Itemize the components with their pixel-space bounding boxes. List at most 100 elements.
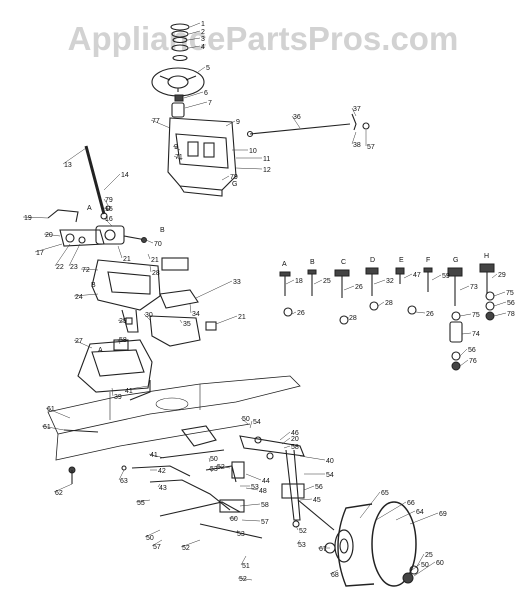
reference-letter: B	[91, 282, 96, 289]
callout-leader	[172, 145, 181, 151]
callout-leader	[149, 265, 152, 273]
callout-leader	[296, 539, 301, 545]
callout-number: 28	[349, 315, 357, 322]
callout-leader	[62, 147, 87, 165]
callout-number: 29	[498, 272, 506, 279]
callout-leader	[157, 483, 161, 488]
reference-letter: B	[310, 259, 315, 266]
callout-leader	[68, 243, 81, 267]
callout-number: 34	[192, 311, 200, 318]
callout-number: 36	[293, 114, 301, 121]
callout-number: 52	[182, 545, 190, 552]
callout-number: 47	[413, 272, 421, 279]
callout-leader	[245, 473, 262, 481]
callout-leader	[351, 131, 357, 145]
callout-number: 42	[158, 468, 166, 475]
callout-number: 33	[233, 279, 241, 286]
callout-number: 40	[326, 458, 334, 465]
callout-leader	[459, 348, 468, 357]
reference-letter: H	[484, 253, 489, 260]
callout-leader	[237, 577, 253, 581]
callout-number: 7	[208, 100, 212, 107]
callout-leader	[329, 569, 339, 575]
reference-letter: C	[341, 259, 346, 266]
callout-leader	[189, 303, 192, 314]
callout-leader	[103, 207, 111, 210]
reference-letter: A	[98, 347, 103, 354]
callout-leader	[221, 175, 230, 181]
callout-number: 69	[439, 511, 447, 518]
callout-leader	[413, 561, 436, 577]
callout-number: 67	[319, 546, 327, 553]
callout-leader	[73, 339, 93, 349]
callout-number: 21	[123, 256, 131, 263]
callout-number: 35	[183, 321, 191, 328]
callout-number: 39	[114, 394, 122, 401]
callout-number: 20	[291, 436, 299, 443]
callout-number: 3	[201, 36, 205, 43]
callout-number: 75	[506, 290, 514, 297]
callout-number: 62	[55, 490, 63, 497]
callout-leader	[493, 291, 506, 297]
callout-leader	[375, 501, 407, 521]
callout-leader	[144, 529, 161, 538]
callout-number: 52	[299, 528, 307, 535]
callout-leader	[117, 338, 121, 345]
callout-leader	[103, 198, 109, 206]
callout-leader	[34, 243, 63, 253]
callout-number: 41	[150, 452, 158, 459]
callout-leader	[45, 407, 71, 419]
callout-number: 79	[230, 174, 238, 181]
front-wheel	[324, 501, 419, 587]
callout-leader	[22, 216, 49, 219]
steering-shaft	[84, 145, 111, 220]
callout-leader	[173, 155, 183, 161]
callout-number: 51	[242, 563, 250, 570]
callout-number: 58	[119, 337, 127, 344]
callout-leader	[145, 239, 154, 244]
callout-leader	[409, 512, 439, 525]
callout-number: 61	[47, 406, 55, 413]
callout-leader	[41, 425, 65, 431]
callout-leader	[117, 245, 123, 259]
callout-number: 32	[386, 278, 394, 285]
callout-number: 9	[174, 144, 178, 151]
callout-leader	[395, 510, 416, 521]
watermark: AppliancePartsPros.com	[67, 20, 459, 57]
reference-letter: A	[282, 261, 287, 268]
callout-number: 53	[251, 484, 259, 491]
callout-leader	[208, 457, 211, 463]
callout-leader	[461, 332, 472, 335]
callout-number: 53	[237, 531, 245, 538]
callout-leader	[215, 315, 238, 325]
callout-leader	[53, 483, 73, 493]
callout-number: 57	[153, 544, 161, 551]
callout-number: 68	[331, 572, 339, 579]
callout-number: 58	[291, 444, 299, 451]
callout-number: 46	[291, 430, 299, 437]
callout-leader	[241, 519, 261, 522]
callout-number: 16	[105, 216, 113, 223]
callout-leader	[279, 431, 291, 441]
callout-number: 74	[472, 331, 480, 338]
callout-number: 71	[175, 154, 183, 161]
callout-number: 9	[236, 119, 240, 126]
callout-leader	[415, 311, 426, 314]
callout-number: 55	[137, 500, 145, 507]
callout-number: 13	[64, 162, 72, 169]
callout-leader	[43, 233, 61, 237]
callout-number: 12	[263, 167, 271, 174]
callout-number: 6	[204, 90, 208, 97]
callout-number: 57	[261, 519, 269, 526]
callout-number: 56	[468, 347, 476, 354]
wheel-cap-stack	[170, 23, 190, 118]
callout-leader	[150, 119, 171, 129]
callout-number: 20	[45, 232, 53, 239]
callout-leader	[299, 455, 326, 461]
callout-leader	[188, 45, 201, 49]
callout-number: 30	[145, 312, 153, 319]
reference-letter: F	[426, 257, 430, 264]
callout-number: 25	[425, 552, 433, 559]
drag-link-assembly	[131, 425, 263, 539]
